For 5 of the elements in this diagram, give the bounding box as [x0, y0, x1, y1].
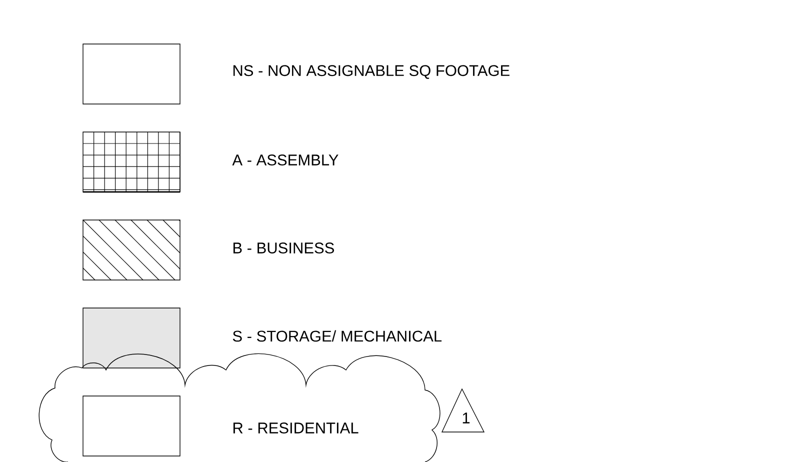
legend-label: S - STORAGE/ MECHANICAL — [232, 330, 442, 342]
legend-label: A - ASSEMBLY — [232, 154, 338, 166]
legend-label: B - BUSINESS — [233, 242, 334, 254]
legend-label: NS - NON ASSIGNABLE SQ FOOTAGE — [233, 65, 510, 79]
legend-label: R - RESIDENTIAL — [233, 422, 358, 434]
